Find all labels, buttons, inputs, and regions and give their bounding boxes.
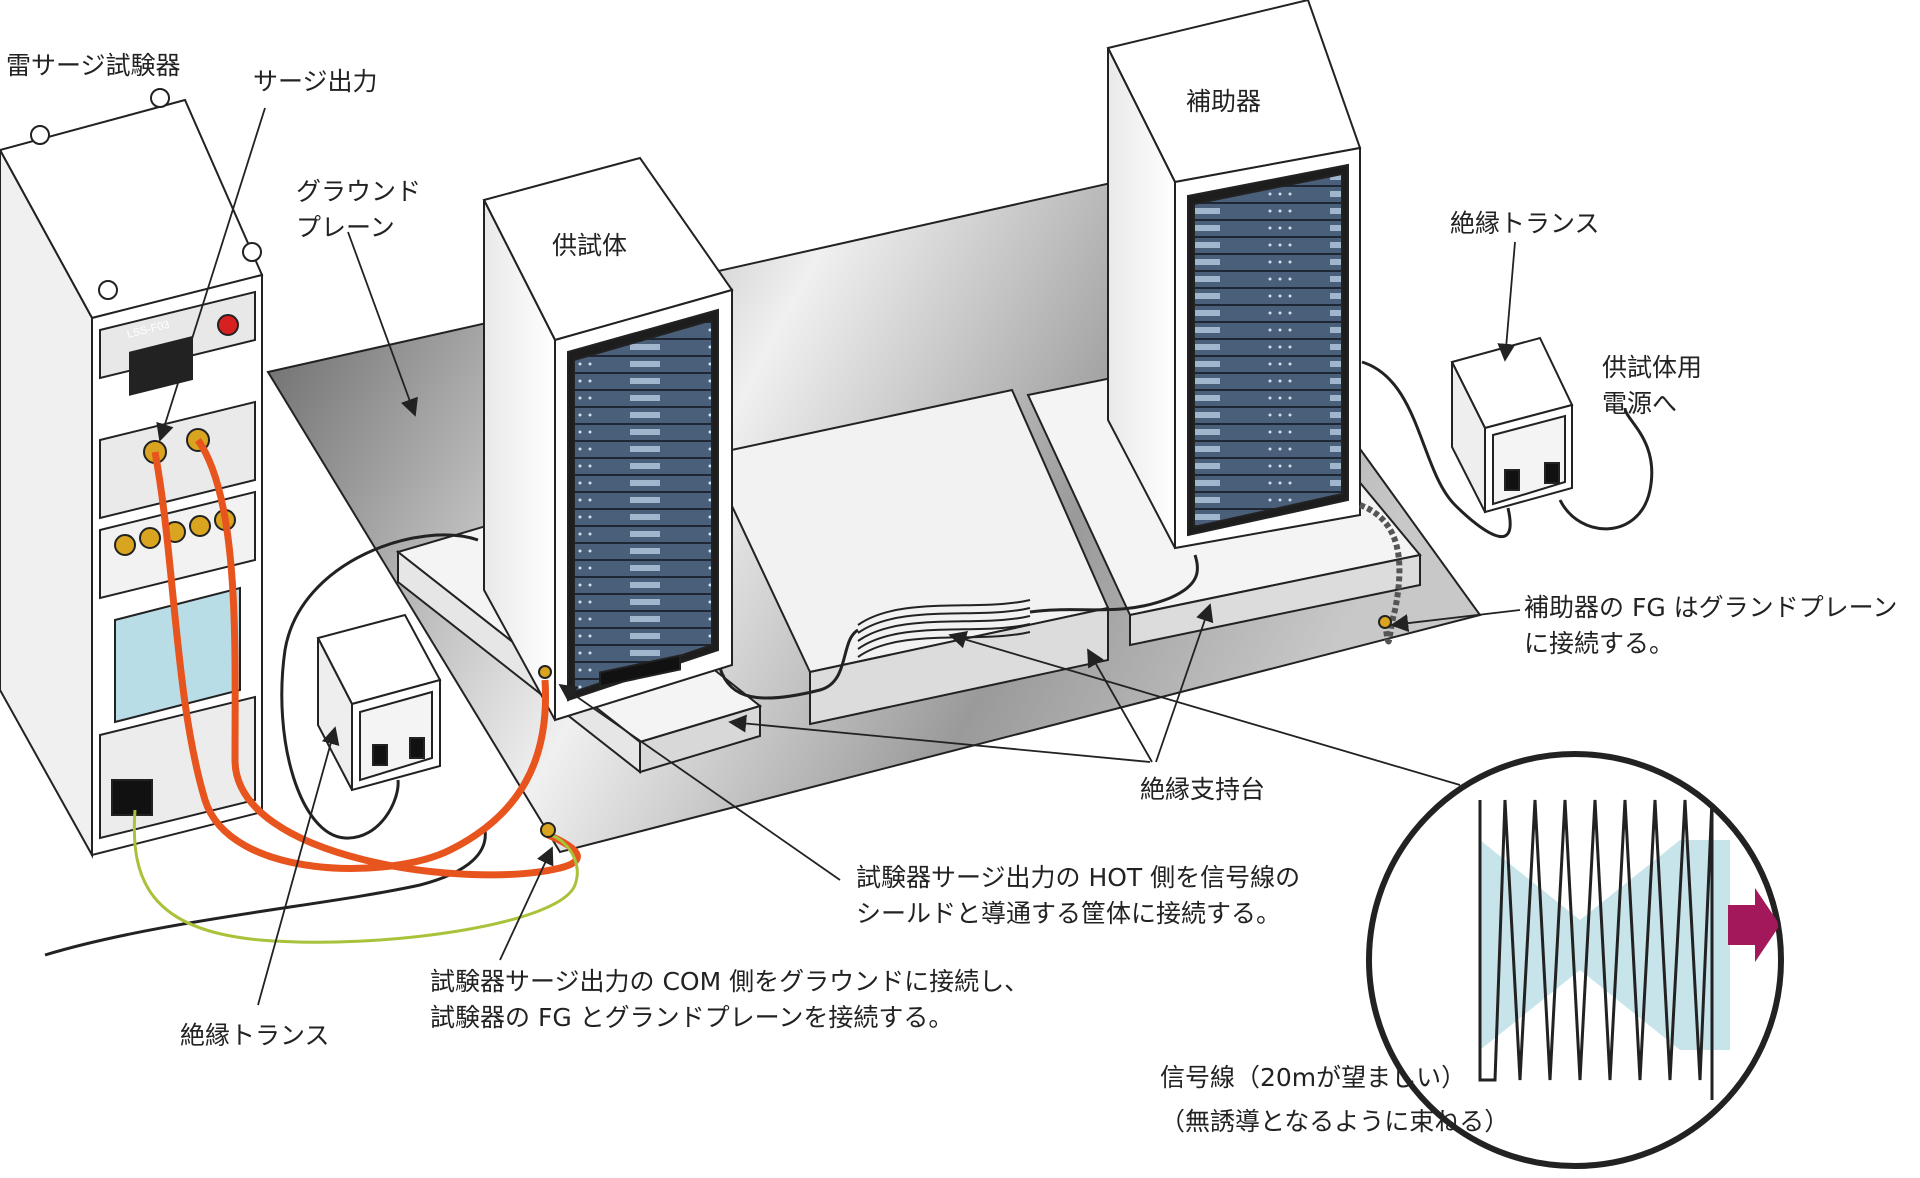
label-ground-plane-line2: プレーン — [296, 213, 395, 242]
leader-lines — [156, 107, 1521, 1006]
insulating-support-middle — [706, 388, 1110, 726]
fg-ground-wire — [132, 809, 579, 944]
label-bundle-note: （無誘導となるように束ねる） — [1160, 1107, 1510, 1136]
surge-cable-com — [195, 437, 581, 879]
label-com-note-line1: 試験器サージ出力の COM 側をグラウンドに接続し、 — [430, 967, 1030, 996]
label-isolation-transformer-right: 絶縁トランス — [1450, 209, 1600, 238]
aux-fg-cable — [1358, 502, 1403, 645]
label-com-note-line2: 試験器の FG とグランドプレーンを接続する。 — [430, 1003, 954, 1032]
signal-cable-to-aux — [1029, 554, 1199, 614]
label-surge-tester: 雷サージ試験器 — [6, 51, 181, 80]
label-eut-power: 供試体用 電源へ — [1602, 350, 1702, 422]
label-hot-note-line1: 試験器サージ出力の HOT 側を信号線の — [856, 863, 1301, 892]
label-aux-fg-note: 補助器の FG はグランドプレーン に接続する。 — [1524, 590, 1897, 662]
power-cable-aux — [1361, 360, 1512, 539]
signal-cable-to-eut — [718, 628, 859, 700]
label-eut: 供試体 — [552, 231, 628, 260]
bundling-detail — [1366, 745, 1840, 1169]
label-isolation-transformer-left: 絶縁トランス — [180, 1021, 330, 1050]
signal-cable-bundle — [857, 599, 1031, 658]
label-insulating-support: 絶縁支持台 — [1140, 775, 1266, 804]
power-cable-eut-source — [1558, 407, 1654, 531]
label-ground-plane: グラウンド プレーン — [296, 174, 421, 246]
surge-tester-cabinet — [0, 88, 264, 859]
label-eut-power-line2: 電源へ — [1602, 389, 1678, 418]
aux-fg-terminal — [1378, 615, 1392, 629]
label-aux-fg-note-line1: 補助器の FG はグランドプレーン — [1524, 593, 1898, 622]
eut-terminal — [538, 665, 552, 679]
bundled-signal-line — [1785, 745, 1840, 1140]
ground-terminal — [540, 822, 556, 838]
label-ground-plane-line1: グラウンド — [296, 177, 422, 206]
coiled-signal-line — [1478, 799, 1714, 1100]
label-aux-fg-note-line2: に接続する。 — [1524, 629, 1675, 658]
eut-rack — [482, 156, 734, 722]
auxiliary-rack — [1106, 0, 1362, 550]
label-com-note: 試験器サージ出力の COM 側をグラウンドに接続し、 試験器の FG とグランド… — [430, 964, 1029, 1036]
label-eut-power-line1: 供試体用 — [1602, 353, 1703, 382]
power-cable-eut — [280, 533, 479, 840]
label-auxiliary: 補助器 — [1186, 87, 1262, 116]
transform-arrow-icon — [1728, 888, 1780, 962]
label-surge-output: サージ出力 — [253, 67, 378, 96]
isolation-transformer-left — [316, 613, 442, 792]
isolation-transformer-right — [1450, 336, 1574, 514]
label-hot-note-line2: シールドと導通する筐体に接続する。 — [856, 899, 1282, 928]
surge-cable-hot — [151, 451, 550, 872]
power-cable-mains — [44, 829, 487, 957]
label-hot-note: 試験器サージ出力の HOT 側を信号線の シールドと導通する筐体に接続する。 — [856, 860, 1300, 932]
label-signal-line: 信号線（20mが望ましい） — [1160, 1063, 1467, 1092]
